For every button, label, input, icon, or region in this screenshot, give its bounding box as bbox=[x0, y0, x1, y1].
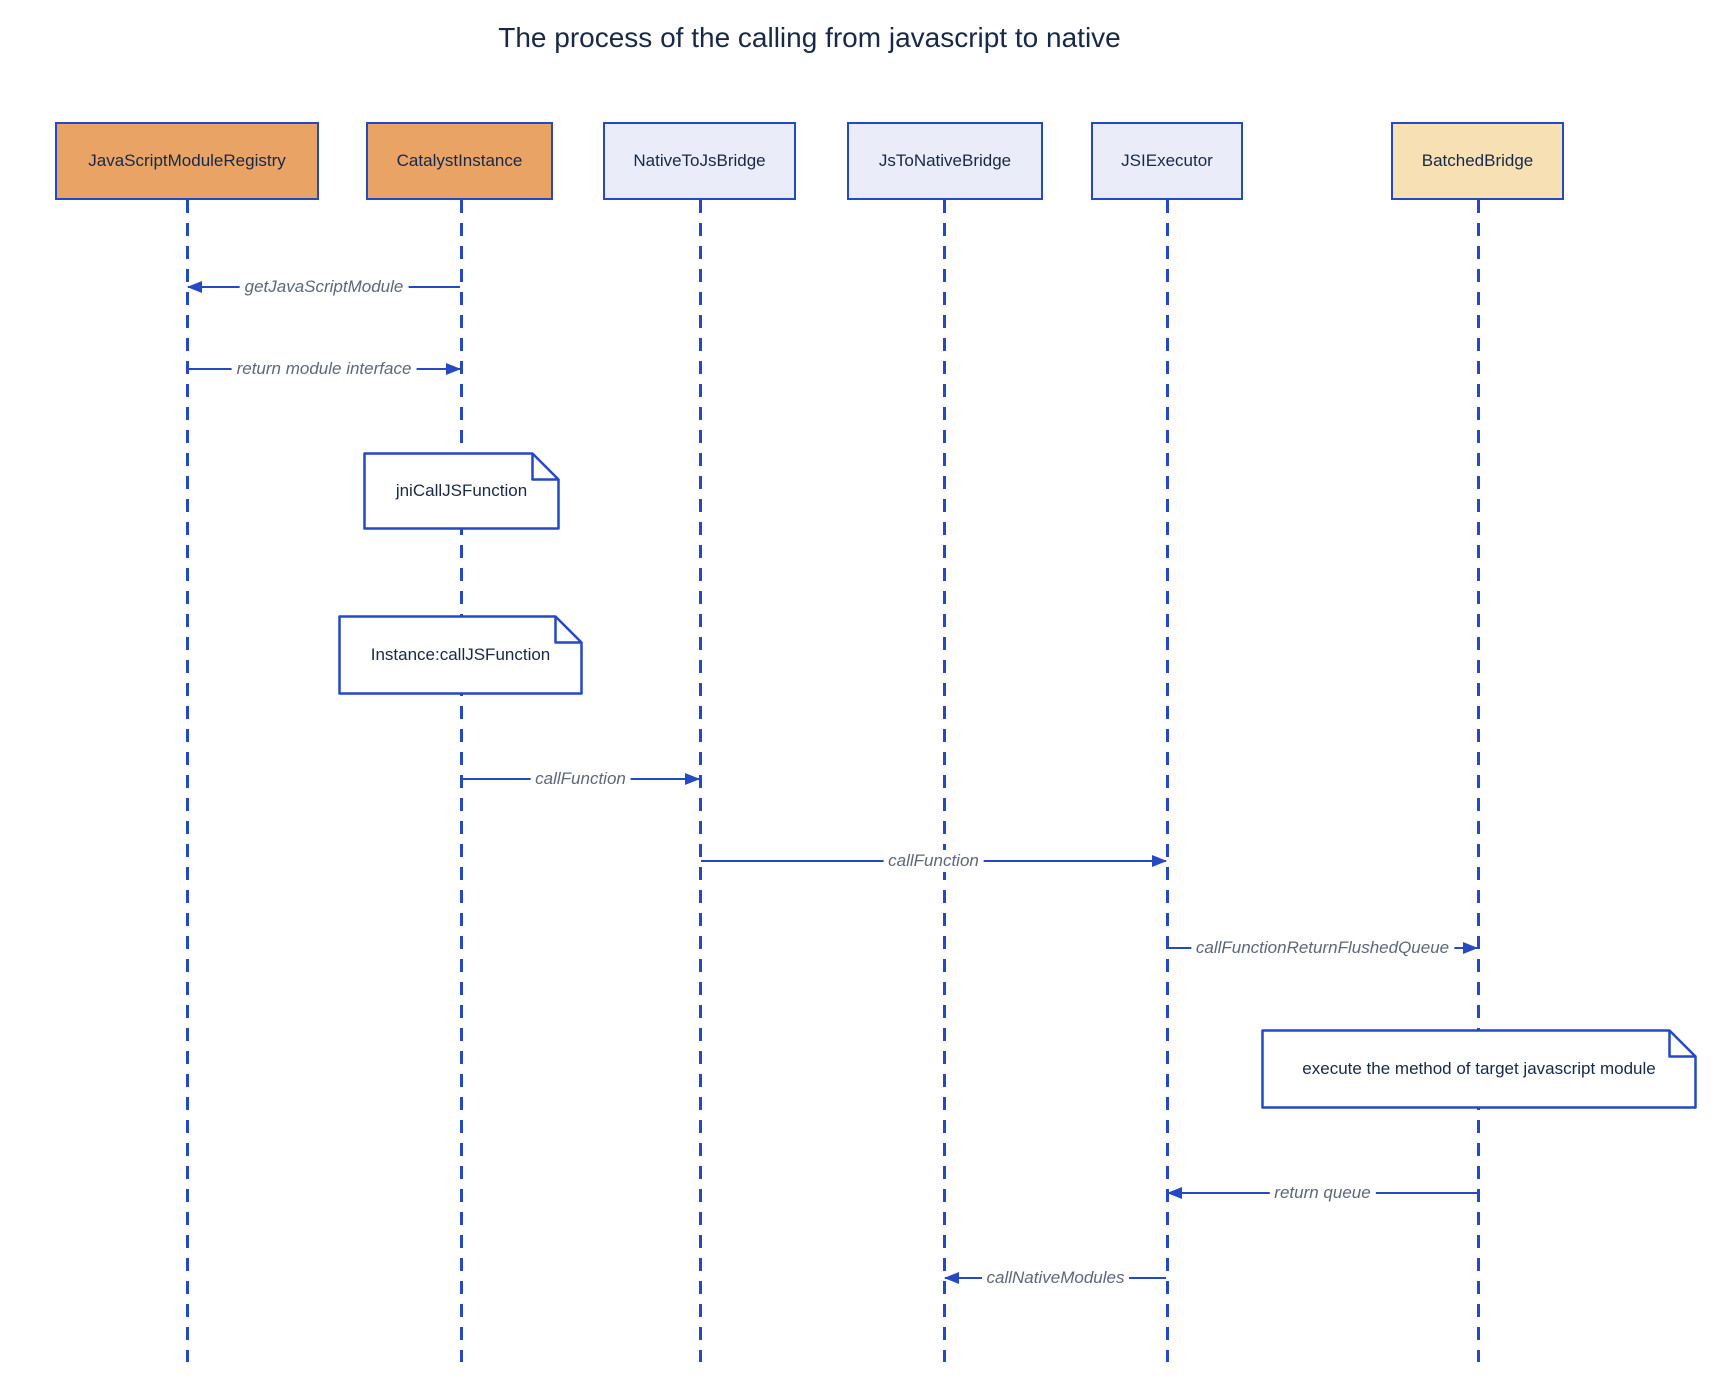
note-shape-icon bbox=[363, 452, 560, 530]
diagram-title: The process of the calling from javascri… bbox=[498, 22, 1121, 53]
message-callfunctionreturnflushedqueue: callFunctionReturnFlushedQueue bbox=[1167, 937, 1478, 959]
arrowhead-right-icon bbox=[446, 363, 461, 375]
participant-jstonativebridge: JsToNativeBridge bbox=[847, 122, 1043, 200]
lifeline-batchedbridge bbox=[1477, 200, 1480, 1362]
note-text: execute the method of target javascript … bbox=[1302, 1059, 1656, 1078]
message-label: callFunction bbox=[530, 768, 631, 790]
arrowhead-left-icon bbox=[187, 281, 202, 293]
note-jnicalljsfunction: jniCallJSFunction bbox=[363, 452, 560, 530]
message-return-queue: return queue bbox=[1167, 1182, 1478, 1204]
lifeline-nativetojsbridge bbox=[699, 200, 702, 1362]
participant-label: NativeToJsBridge bbox=[633, 151, 766, 170]
arrowhead-right-icon bbox=[685, 773, 700, 785]
note-instance-calljsfunction: Instance:callJSFunction bbox=[338, 615, 583, 695]
arrowhead-left-icon bbox=[1167, 1187, 1182, 1199]
lifeline-javascriptmoduleregistry bbox=[186, 200, 189, 1362]
note-text: jniCallJSFunction bbox=[395, 481, 528, 500]
message-return-module-interface: return module interface bbox=[187, 358, 461, 380]
participant-catalystinstance: CatalystInstance bbox=[366, 122, 553, 200]
lifeline-catalystinstance bbox=[460, 200, 463, 1362]
arrowhead-left-icon bbox=[944, 1272, 959, 1284]
message-label: callFunctionReturnFlushedQueue bbox=[1190, 937, 1455, 959]
participant-label: JsToNativeBridge bbox=[878, 151, 1012, 170]
arrowhead-right-icon bbox=[1152, 855, 1167, 867]
participant-label: BatchedBridge bbox=[1421, 151, 1534, 170]
message-callfunction-1: callFunction bbox=[461, 768, 700, 790]
participant-batchedbridge: BatchedBridge bbox=[1391, 122, 1564, 200]
message-callnativemodules: callNativeModules bbox=[944, 1267, 1167, 1289]
message-label: getJavaScriptModule bbox=[239, 276, 409, 298]
message-label: callNativeModules bbox=[981, 1267, 1130, 1289]
participant-label: CatalystInstance bbox=[396, 151, 523, 170]
message-getjavascriptmodule: getJavaScriptModule bbox=[187, 276, 461, 298]
message-callfunction-2: callFunction bbox=[700, 850, 1167, 872]
lifeline-jsiexecutor bbox=[1166, 200, 1169, 1362]
message-label: return queue bbox=[1269, 1182, 1376, 1204]
participant-nativetojsbridge: NativeToJsBridge bbox=[603, 122, 796, 200]
message-label: return module interface bbox=[231, 358, 417, 380]
note-shape-icon bbox=[338, 615, 583, 695]
lifeline-jstonativebridge bbox=[943, 200, 946, 1362]
participant-javascriptmoduleregistry: JavaScriptModuleRegistry bbox=[55, 122, 319, 200]
note-text: Instance:callJSFunction bbox=[370, 645, 551, 664]
participant-jsiexecutor: JSIExecutor bbox=[1091, 122, 1243, 200]
participant-label: JSIExecutor bbox=[1121, 151, 1213, 170]
arrowhead-right-icon bbox=[1463, 942, 1478, 954]
participant-label: JavaScriptModuleRegistry bbox=[88, 151, 286, 170]
note-execute-target-module: execute the method of target javascript … bbox=[1261, 1029, 1697, 1109]
note-shape-icon bbox=[1261, 1029, 1697, 1109]
message-label: callFunction bbox=[883, 850, 984, 872]
